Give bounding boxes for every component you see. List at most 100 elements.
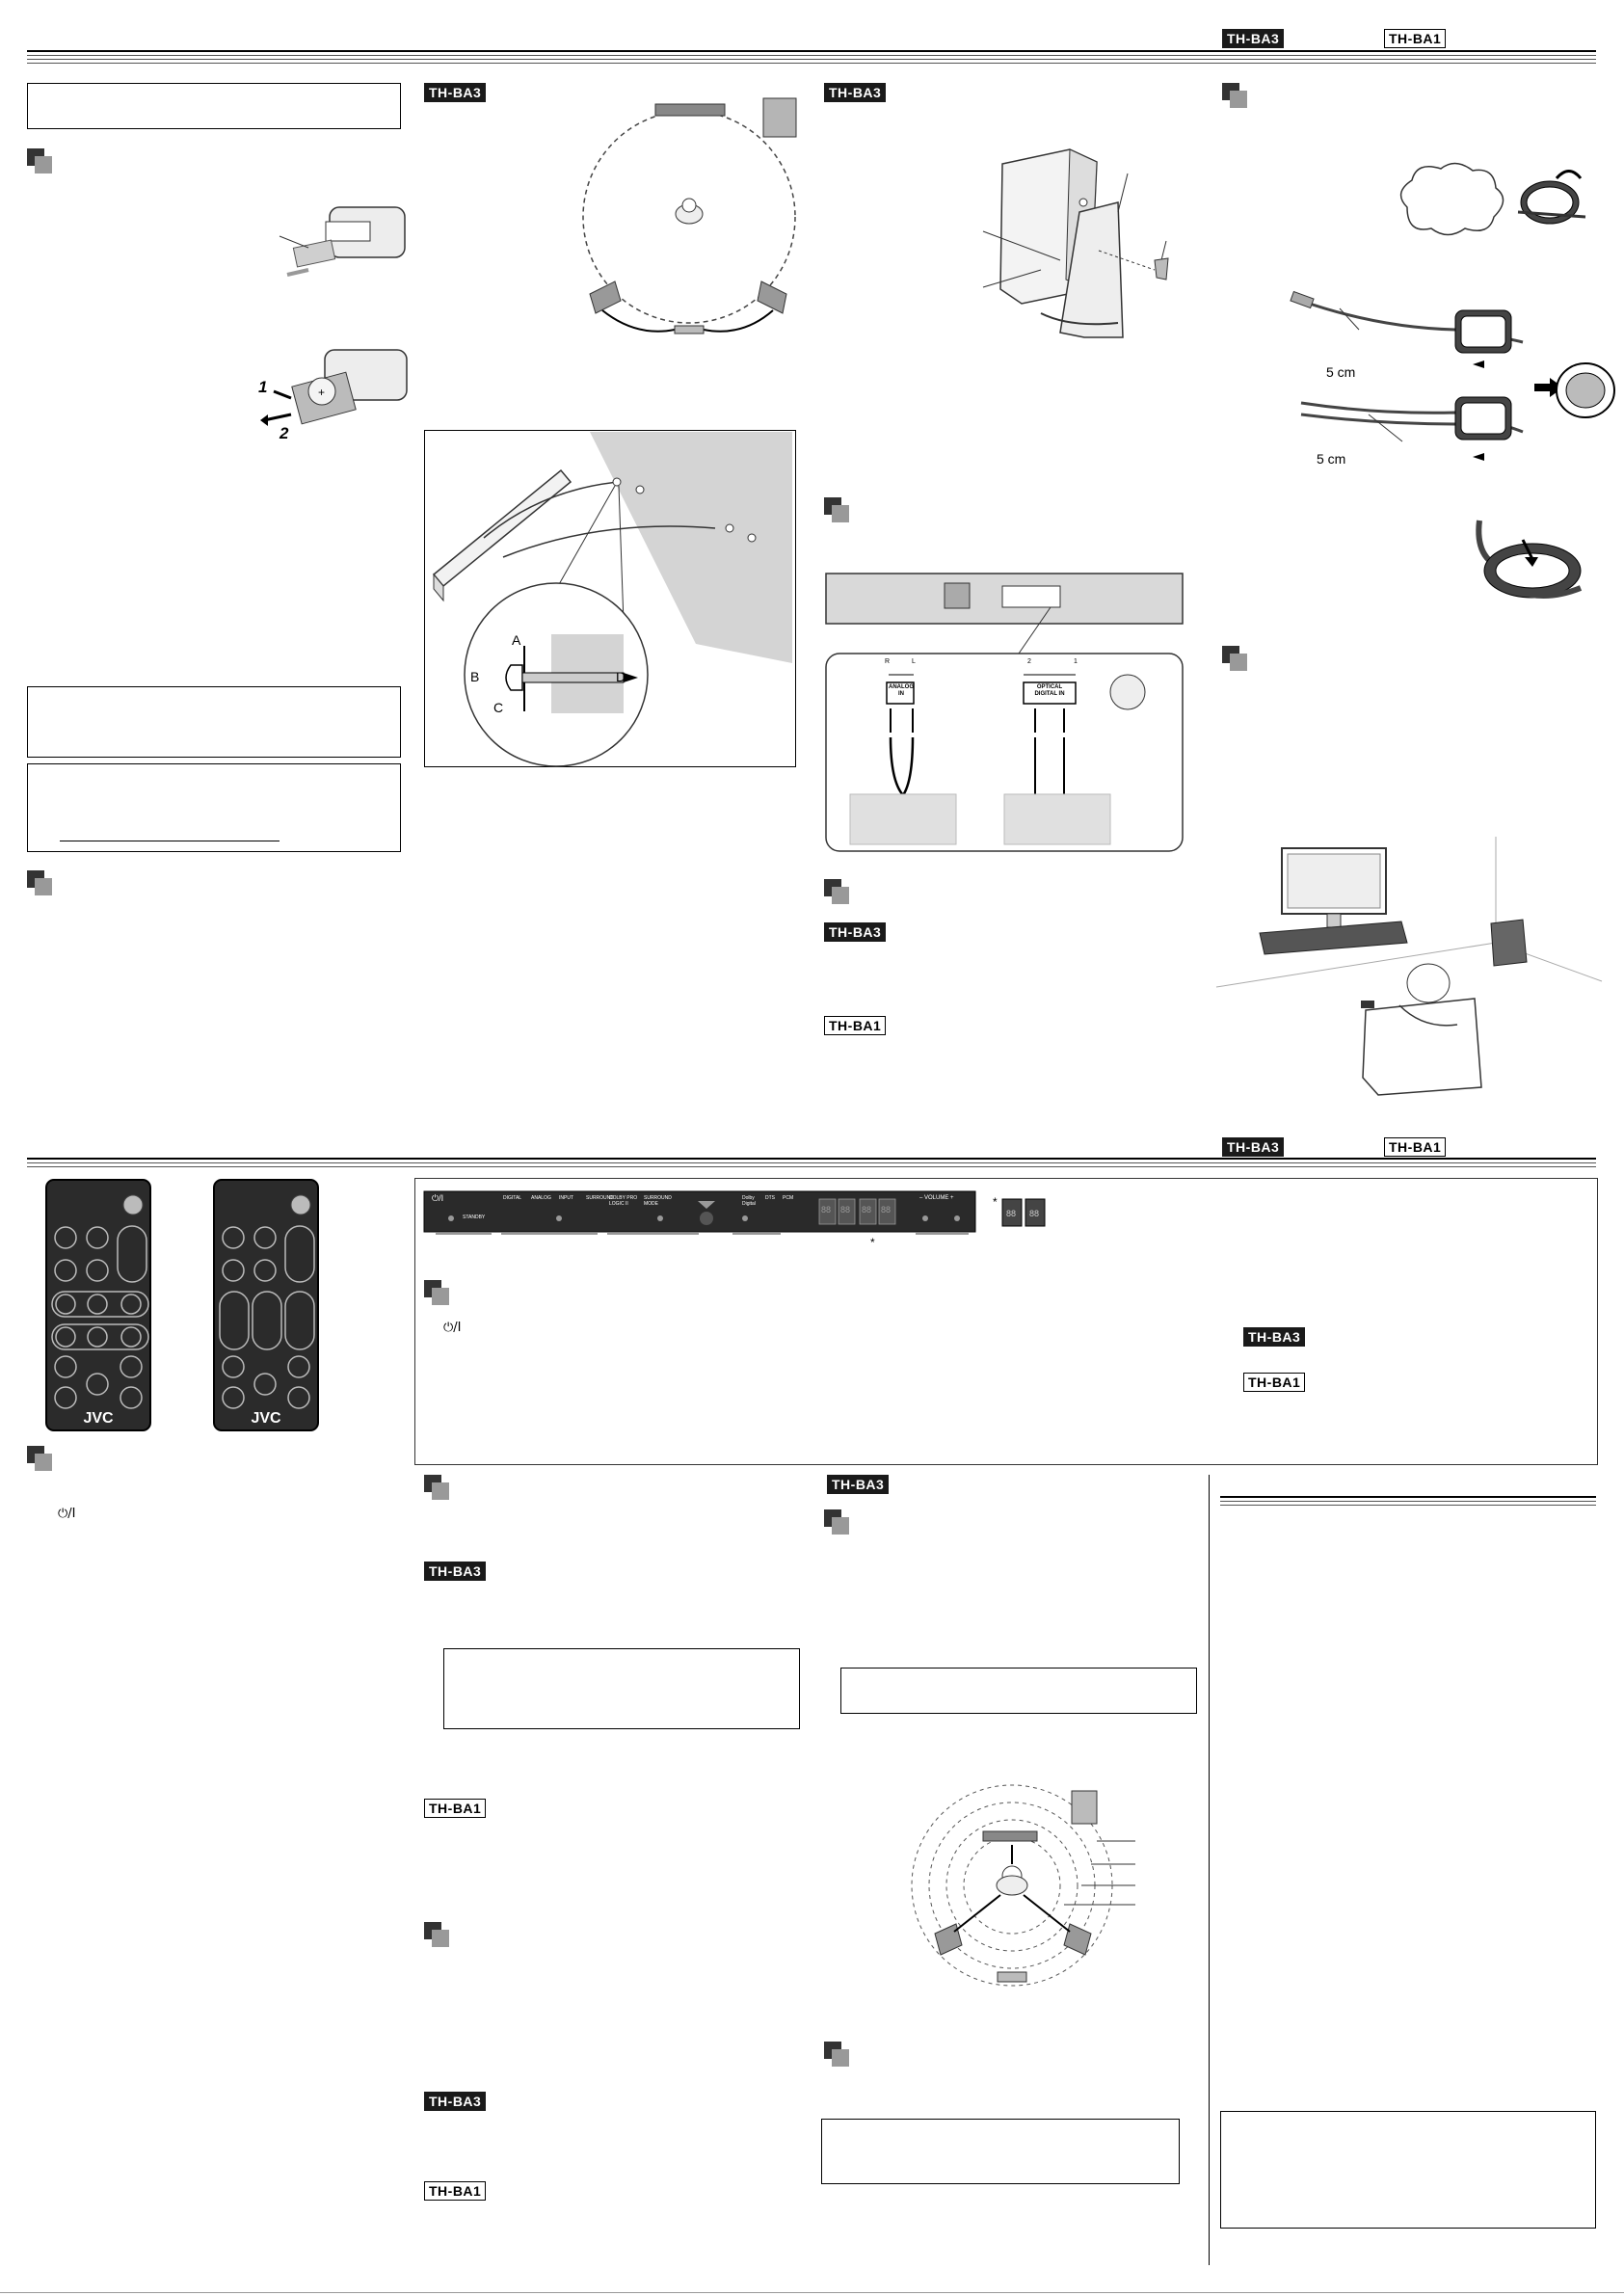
model-badge-th-ba3: TH-BA3 — [824, 83, 887, 102]
battery-replacement-illustration: + — [260, 349, 408, 426]
speaker-placement-diagram — [582, 97, 797, 334]
display-pcm-label: PCM — [783, 1195, 794, 1201]
display-asterisk: * — [870, 1236, 875, 1249]
step-1-label: 1 — [258, 378, 268, 396]
model-badge-th-ba1: TH-BA1 — [1243, 1373, 1306, 1392]
column-divider — [1209, 1475, 1210, 2265]
model-badge-th-ba3: TH-BA3 — [1243, 1327, 1306, 1347]
section-marker — [424, 1280, 449, 1305]
display-digit: 88 — [821, 1205, 832, 1215]
note-box-5 — [821, 2119, 1180, 2184]
column-rule-thin — [1220, 1501, 1596, 1502]
section-marker — [1222, 83, 1247, 108]
display-dts-label: DTS — [765, 1195, 775, 1201]
display-digit: 88 — [881, 1205, 892, 1215]
cable-ferrite-illustration — [1290, 290, 1615, 461]
model-badge-th-ba1: TH-BA1 — [1384, 1137, 1447, 1157]
section-marker — [27, 870, 52, 895]
extra-digits-illustration — [1001, 1198, 1046, 1227]
section-marker — [424, 1922, 449, 1947]
extra-digits-asterisk: * — [993, 1195, 998, 1209]
note-box-3 — [443, 1648, 800, 1729]
dim-c-label: C — [493, 700, 504, 715]
wrapped-ferrite-illustration — [1476, 520, 1583, 599]
remote-insulation-illustration — [279, 206, 406, 277]
extra-digit: 88 — [1006, 1209, 1017, 1218]
column-rule — [1220, 1496, 1596, 1498]
header-rule — [27, 50, 1596, 52]
rear-panel-connection-diagram — [825, 573, 1184, 852]
header-rule-thin-3 — [27, 63, 1596, 64]
standby-symbol: ⏻/I — [443, 1321, 462, 1335]
input-2-label: 2 — [1027, 658, 1031, 665]
ferrite-core-illustration — [1399, 162, 1586, 236]
page-bottom-edge — [0, 2292, 1624, 2293]
dim-b-label: B — [470, 669, 480, 684]
optical-digital-in-label: OPTICAL DIGITAL IN — [1034, 684, 1065, 697]
display-surround-mode-label: SURROUND MODE — [644, 1195, 672, 1207]
display-analog-label: ANALOG — [531, 1195, 551, 1201]
section-marker — [824, 879, 849, 904]
svg-text:+: + — [318, 386, 325, 399]
note-box-2 — [27, 763, 401, 852]
display-surround-label: SURROUND — [586, 1195, 614, 1201]
model-badge-th-ba3: TH-BA3 — [827, 1475, 890, 1494]
model-badge-th-ba3: TH-BA3 — [824, 922, 887, 942]
remote-brand-logo: JVC — [251, 1410, 281, 1427]
model-badge-th-ba1: TH-BA1 — [1384, 29, 1447, 48]
display-dolby-digital-label: Dolby Digital — [742, 1195, 756, 1207]
model-badge-th-ba3: TH-BA3 — [1222, 1137, 1285, 1157]
section-marker — [824, 1509, 849, 1535]
section-marker — [824, 2042, 849, 2067]
section-marker — [824, 497, 849, 522]
sound-field-diagram — [911, 1784, 1135, 1987]
model-badge-th-ba3: TH-BA3 — [1222, 29, 1285, 48]
display-digit: 88 — [840, 1205, 851, 1215]
display-input-label: INPUT — [559, 1195, 573, 1201]
model-badge-th-ba3: TH-BA3 — [424, 2092, 487, 2111]
note-box-6 — [1220, 2111, 1596, 2229]
remote-control-th-ba1: JVC — [213, 1179, 319, 1431]
cable-length-label: 5 cm — [1326, 364, 1356, 380]
display-standby-label: STANDBY — [463, 1215, 486, 1220]
model-badge-th-ba1: TH-BA1 — [824, 1016, 887, 1035]
section-rule-thin — [27, 1162, 1596, 1163]
dim-a-label: A — [512, 632, 521, 648]
wall-mount-illustration — [432, 432, 792, 767]
title-box — [27, 83, 401, 129]
model-badge-th-ba1: TH-BA1 — [424, 1799, 487, 1818]
display-volume-label: – VOLUME + — [919, 1195, 954, 1201]
cable-length-label: 5 cm — [1317, 451, 1346, 467]
section-rule — [27, 1158, 1596, 1160]
extra-digit: 88 — [1029, 1209, 1040, 1218]
note-box-4 — [840, 1668, 1197, 1714]
section-marker — [424, 1475, 449, 1500]
display-digit: 88 — [862, 1205, 872, 1215]
model-badge-th-ba1: TH-BA1 — [424, 2181, 487, 2201]
section-marker — [1222, 646, 1247, 671]
remote-control-th-ba3: JVC — [45, 1179, 151, 1431]
section-marker — [27, 1446, 52, 1471]
model-badge-th-ba3: TH-BA3 — [424, 1562, 487, 1581]
display-digital-label: DIGITAL — [503, 1195, 522, 1201]
analog-in-label: ANALOG IN — [889, 684, 914, 697]
display-dolby-pro-logic-label: DOLBY PRO LOGIC II — [609, 1195, 638, 1207]
front-display-panel — [423, 1190, 976, 1235]
section-rule-thin-2 — [27, 1166, 1596, 1167]
header-rule-thin — [27, 55, 1596, 56]
column-rule-thin-2 — [1220, 1505, 1596, 1506]
channel-r-label: R — [885, 658, 891, 665]
standby-symbol: ⏻/I — [58, 1507, 76, 1521]
model-badge-th-ba3: TH-BA3 — [424, 83, 487, 102]
header-rule-thin-2 — [27, 59, 1596, 60]
section-marker — [27, 148, 52, 174]
standby-symbol: ⏻/I — [432, 1193, 444, 1203]
input-1-label: 1 — [1074, 658, 1078, 665]
step-2-label: 2 — [280, 424, 289, 442]
speaker-stand-illustration — [982, 148, 1169, 338]
note-box-1 — [27, 686, 401, 758]
channel-l-label: L — [912, 658, 916, 665]
remote-brand-logo: JVC — [83, 1410, 114, 1427]
room-placement-illustration — [1215, 837, 1603, 1096]
dim-d-label: D — [616, 669, 626, 684]
